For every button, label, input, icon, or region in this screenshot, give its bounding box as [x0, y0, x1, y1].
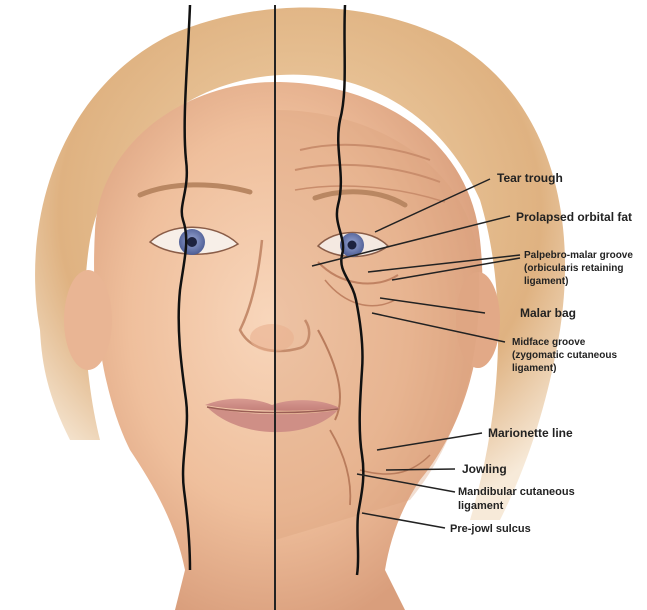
label-mandibular-line1: Mandibular cutaneous — [458, 486, 575, 498]
left-ear — [64, 270, 112, 370]
nose-tip — [250, 324, 294, 352]
label-pre-jowl-sulcus: Pre-jowl sulcus — [450, 523, 531, 535]
label-midface-line3: ligament) — [512, 363, 556, 374]
leader-jowling — [386, 469, 455, 470]
label-palpebro-malar-line1: Palpebro-malar groove — [524, 250, 633, 261]
label-prolapsed-orbital-fat: Prolapsed orbital fat — [516, 210, 632, 224]
label-palpebro-malar-line2: (orbicularis retaining — [524, 263, 623, 274]
left-pupil — [187, 237, 197, 247]
label-midface-line2: (zygomatic cutaneous — [512, 350, 617, 361]
label-tear-trough: Tear trough — [497, 171, 563, 185]
right-pupil — [348, 241, 357, 250]
label-malar-bag: Malar bag — [520, 306, 576, 320]
label-palpebro-malar-line3: ligament) — [524, 276, 568, 287]
label-mandibular-line2: ligament — [458, 500, 504, 512]
label-jowling: Jowling — [462, 462, 507, 476]
label-marionette-line: Marionette line — [488, 426, 573, 440]
label-midface-line1: Midface groove — [512, 337, 586, 348]
